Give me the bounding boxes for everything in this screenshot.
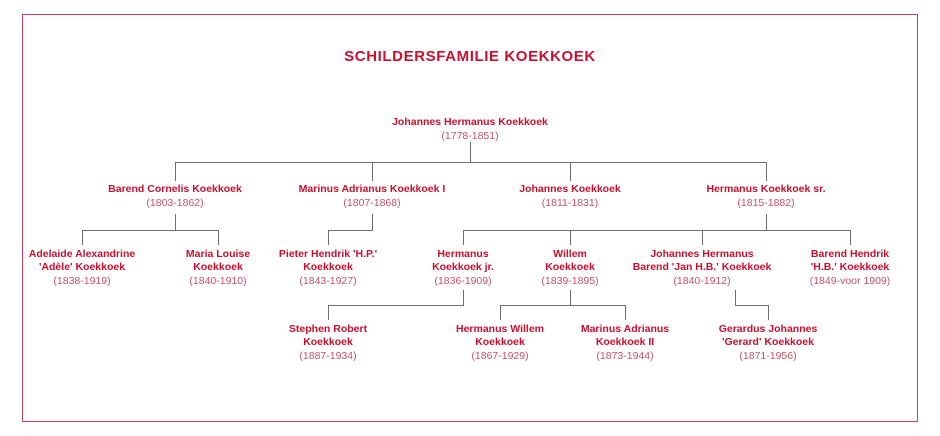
node-marinus-adrianus-koekkoek-i[interactable]: Marinus Adrianus Koekkoek I (1807-1868) bbox=[267, 183, 477, 210]
diagram-title: SCHILDERSFAMILIE KOEKKOEK bbox=[344, 48, 596, 65]
connector-stem-hermanus-jr bbox=[463, 290, 465, 306]
connector-drop-stephen-robert bbox=[328, 305, 330, 320]
node-johannes-hermanus-barend-jan-hb-koekkoek[interactable]: Johannes Hermanus Barend 'Jan H.B.' Koek… bbox=[612, 248, 792, 288]
connector-bus-barend-cornelis bbox=[82, 230, 219, 232]
connector-drop-willem bbox=[570, 230, 572, 245]
node-pieter-hendrik-hp-koekkoek[interactable]: Pieter Hendrik 'H.P.' Koekkoek (1843-192… bbox=[258, 248, 398, 288]
node-dates: (1838-1919) bbox=[53, 275, 111, 287]
node-name: Hermanus Koekkoek sr. bbox=[706, 183, 826, 195]
node-dates: (1867-1929) bbox=[471, 350, 529, 362]
node-stephen-robert-koekkoek[interactable]: Stephen Robert Koekkoek (1887-1934) bbox=[263, 323, 393, 363]
node-hermanus-willem-koekkoek[interactable]: Hermanus Willem Koekkoek (1867-1929) bbox=[433, 323, 568, 363]
node-name: Barend Cornelis Koekkoek bbox=[108, 183, 242, 195]
node-name: Hermanus Koekkoek jr. bbox=[432, 248, 494, 273]
node-name: Marinus Adrianus Koekkoek I bbox=[298, 183, 446, 195]
node-dates: (1811-1831) bbox=[541, 197, 599, 209]
connector-drop-maria-louise bbox=[218, 230, 220, 245]
node-dates: (1815-1882) bbox=[737, 197, 795, 209]
node-dates: (1839-1895) bbox=[541, 275, 599, 287]
connector-drop-jan-hb bbox=[702, 230, 704, 245]
node-name: Hermanus Willem Koekkoek bbox=[455, 323, 544, 348]
connector-bus-jan-hb bbox=[735, 305, 769, 307]
connector-gen1-bus bbox=[175, 162, 767, 164]
node-willem-koekkoek[interactable]: Willem Koekkoek (1839-1895) bbox=[518, 248, 623, 288]
connector-drop-pieter-hendrik bbox=[328, 230, 330, 245]
connector-drop-marinus-i bbox=[372, 162, 374, 181]
connector-drop-johannes bbox=[570, 162, 572, 181]
connector-root-stem bbox=[470, 142, 472, 163]
node-name: Adelaide Alexandrine 'Adèle' Koekkoek bbox=[28, 248, 136, 273]
node-dates: (1840-1910) bbox=[189, 275, 247, 287]
node-name: Willem Koekkoek bbox=[545, 248, 595, 273]
node-hermanus-koekkoek-jr[interactable]: Hermanus Koekkoek jr. (1836-1909) bbox=[406, 248, 521, 288]
connector-stem-hermanus-sr bbox=[766, 214, 768, 231]
connector-drop-hermanus-jr bbox=[463, 230, 465, 245]
node-dates: (1873-1944) bbox=[596, 350, 654, 362]
node-name: Stephen Robert Koekkoek bbox=[288, 323, 368, 348]
node-name: Johannes Koekkoek bbox=[519, 183, 621, 195]
node-name: Barend Hendrik 'H.B.' Koekkoek bbox=[810, 248, 890, 273]
node-hermanus-koekkoek-sr[interactable]: Hermanus Koekkoek sr. (1815-1882) bbox=[671, 183, 861, 210]
node-name: Johannes Hermanus Barend 'Jan H.B.' Koek… bbox=[632, 248, 772, 273]
connector-bus-marinus-i bbox=[328, 230, 373, 232]
connector-stem-willem bbox=[570, 290, 572, 306]
node-gerardus-johannes-gerard-koekkoek[interactable]: Gerardus Johannes 'Gerard' Koekkoek (187… bbox=[696, 323, 841, 363]
connector-stem-marinus-i bbox=[372, 214, 374, 231]
node-name: Marinus Adrianus Koekkoek II bbox=[580, 323, 670, 348]
node-johannes-koekkoek[interactable]: Johannes Koekkoek (1811-1831) bbox=[480, 183, 660, 210]
connector-drop-barend-cornelis bbox=[175, 162, 177, 181]
node-name: Pieter Hendrik 'H.P.' Koekkoek bbox=[278, 248, 378, 273]
node-dates: (1807-1868) bbox=[343, 197, 401, 209]
node-adelaide-adele-koekkoek[interactable]: Adelaide Alexandrine 'Adèle' Koekkoek (1… bbox=[10, 248, 155, 288]
node-dates: (1843-1927) bbox=[299, 275, 357, 287]
node-name: Johannes Hermanus Koekkoek bbox=[392, 116, 548, 128]
connector-drop-hermanus-willem bbox=[500, 305, 502, 320]
node-johannes-hermanus-koekkoek[interactable]: Johannes Hermanus Koekkoek (1778-1851) bbox=[340, 116, 600, 143]
connector-bus-hermanus-sr bbox=[463, 230, 851, 232]
node-dates: (1871-1956) bbox=[739, 350, 797, 362]
node-dates: (1849-voor 1909) bbox=[809, 275, 891, 287]
connector-stem-jan-hb bbox=[735, 290, 737, 306]
connector-drop-barend-hendrik bbox=[850, 230, 852, 245]
connector-bus-willem bbox=[500, 305, 626, 307]
connector-stem-barend-cornelis bbox=[175, 214, 177, 231]
connector-drop-gerardus bbox=[768, 305, 770, 320]
node-dates: (1887-1934) bbox=[299, 350, 357, 362]
node-maria-louise-koekkoek[interactable]: Maria Louise Koekkoek (1840-1910) bbox=[163, 248, 273, 288]
connector-drop-marinus-ii bbox=[625, 305, 627, 320]
node-name: Gerardus Johannes 'Gerard' Koekkoek bbox=[718, 323, 818, 348]
node-dates: (1803-1862) bbox=[146, 197, 204, 209]
node-marinus-adrianus-koekkoek-ii[interactable]: Marinus Adrianus Koekkoek II (1873-1944) bbox=[558, 323, 693, 363]
node-dates: (1840-1912) bbox=[673, 275, 731, 287]
connector-bus-hermanus-jr bbox=[328, 305, 464, 307]
node-name: Maria Louise Koekkoek bbox=[185, 248, 251, 273]
node-dates: (1778-1851) bbox=[441, 130, 499, 142]
node-barend-cornelis-koekkoek[interactable]: Barend Cornelis Koekkoek (1803-1862) bbox=[75, 183, 275, 210]
node-dates: (1836-1909) bbox=[434, 275, 492, 287]
connector-drop-hermanus-sr bbox=[766, 162, 768, 181]
node-barend-hendrik-hb-koekkoek[interactable]: Barend Hendrik 'H.B.' Koekkoek (1849-voo… bbox=[785, 248, 915, 288]
connector-drop-adelaide bbox=[82, 230, 84, 245]
